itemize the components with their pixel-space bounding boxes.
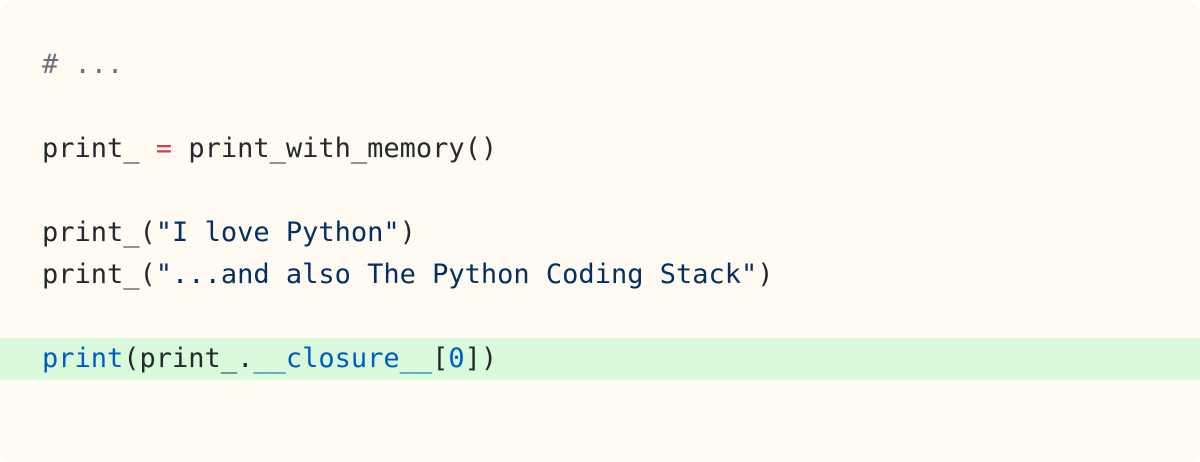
code-string: "I love Python" — [155, 217, 400, 248]
code-builtin: print — [42, 343, 124, 374]
code-token: print_ — [42, 133, 156, 164]
code-token: print_( — [42, 259, 156, 290]
code-line-5: print_("I love Python") — [0, 212, 1200, 254]
code-attribute: __closure__ — [253, 343, 433, 374]
code-operator: = — [155, 133, 173, 164]
code-token: ) — [399, 217, 416, 248]
code-line-1: # ... — [0, 44, 1200, 86]
code-line-2-blank — [0, 86, 1200, 128]
code-line-6: print_("...and also The Python Coding St… — [0, 254, 1200, 296]
code-token: ]) — [464, 343, 498, 374]
code-token: (print_. — [123, 343, 254, 374]
code-line-3: print_ = print_with_memory() — [0, 128, 1200, 170]
code-line-4-blank — [0, 170, 1200, 212]
code-token: ) — [757, 259, 774, 290]
code-string: "...and also The Python Coding Stack" — [155, 259, 758, 290]
code-token: print_with_memory() — [172, 133, 498, 164]
code-token: print_( — [42, 217, 156, 248]
code-line-7-blank — [0, 296, 1200, 338]
code-comment: # ... — [42, 49, 124, 80]
code-number: 0 — [448, 343, 465, 374]
code-line-8-highlighted: print(print_.__closure__[0]) — [0, 338, 1200, 380]
code-token: [ — [432, 343, 449, 374]
